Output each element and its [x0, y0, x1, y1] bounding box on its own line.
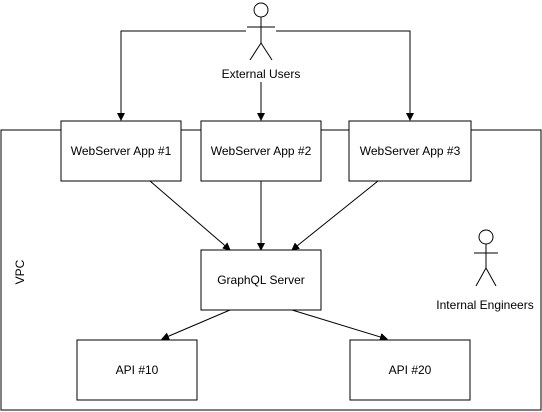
actor-internal-engineers-label: Internal Engineers [436, 298, 533, 312]
node-api10[interactable]: API #10 [76, 339, 198, 401]
edge-web3-to-graphql[interactable] [291, 180, 379, 251]
edge-graphql-to-api20[interactable] [291, 309, 388, 341]
node-web2-label: WebServer App #2 [211, 144, 312, 158]
internal-engineer-icon [474, 229, 498, 287]
node-web1-label: WebServer App #1 [71, 144, 172, 158]
node-graphql[interactable]: GraphQL Server [200, 249, 322, 311]
edge-external-to-web1[interactable] [117, 30, 246, 121]
node-web3[interactable]: WebServer App #3 [348, 120, 472, 182]
external-user-icon [247, 2, 275, 61]
node-web1[interactable]: WebServer App #1 [60, 120, 182, 182]
node-web2[interactable]: WebServer App #2 [200, 120, 322, 182]
node-web3-label: WebServer App #3 [360, 144, 461, 158]
node-graphql-label: GraphQL Server [217, 273, 305, 287]
node-api10-label: API #10 [116, 363, 159, 377]
edge-graphql-to-api10[interactable] [161, 309, 231, 340]
actor-internal-engineers[interactable]: Internal Engineers [436, 229, 534, 312]
edge-external-to-web3[interactable] [276, 30, 414, 121]
node-api20[interactable]: API #20 [349, 339, 471, 401]
edge-web1-to-graphql[interactable] [149, 180, 231, 251]
actor-external-users[interactable]: External Users [222, 2, 301, 81]
edges [117, 30, 414, 341]
vpc-label: VPC [13, 259, 27, 284]
actor-external-users-label: External Users [222, 67, 301, 81]
node-api20-label: API #20 [389, 363, 432, 377]
